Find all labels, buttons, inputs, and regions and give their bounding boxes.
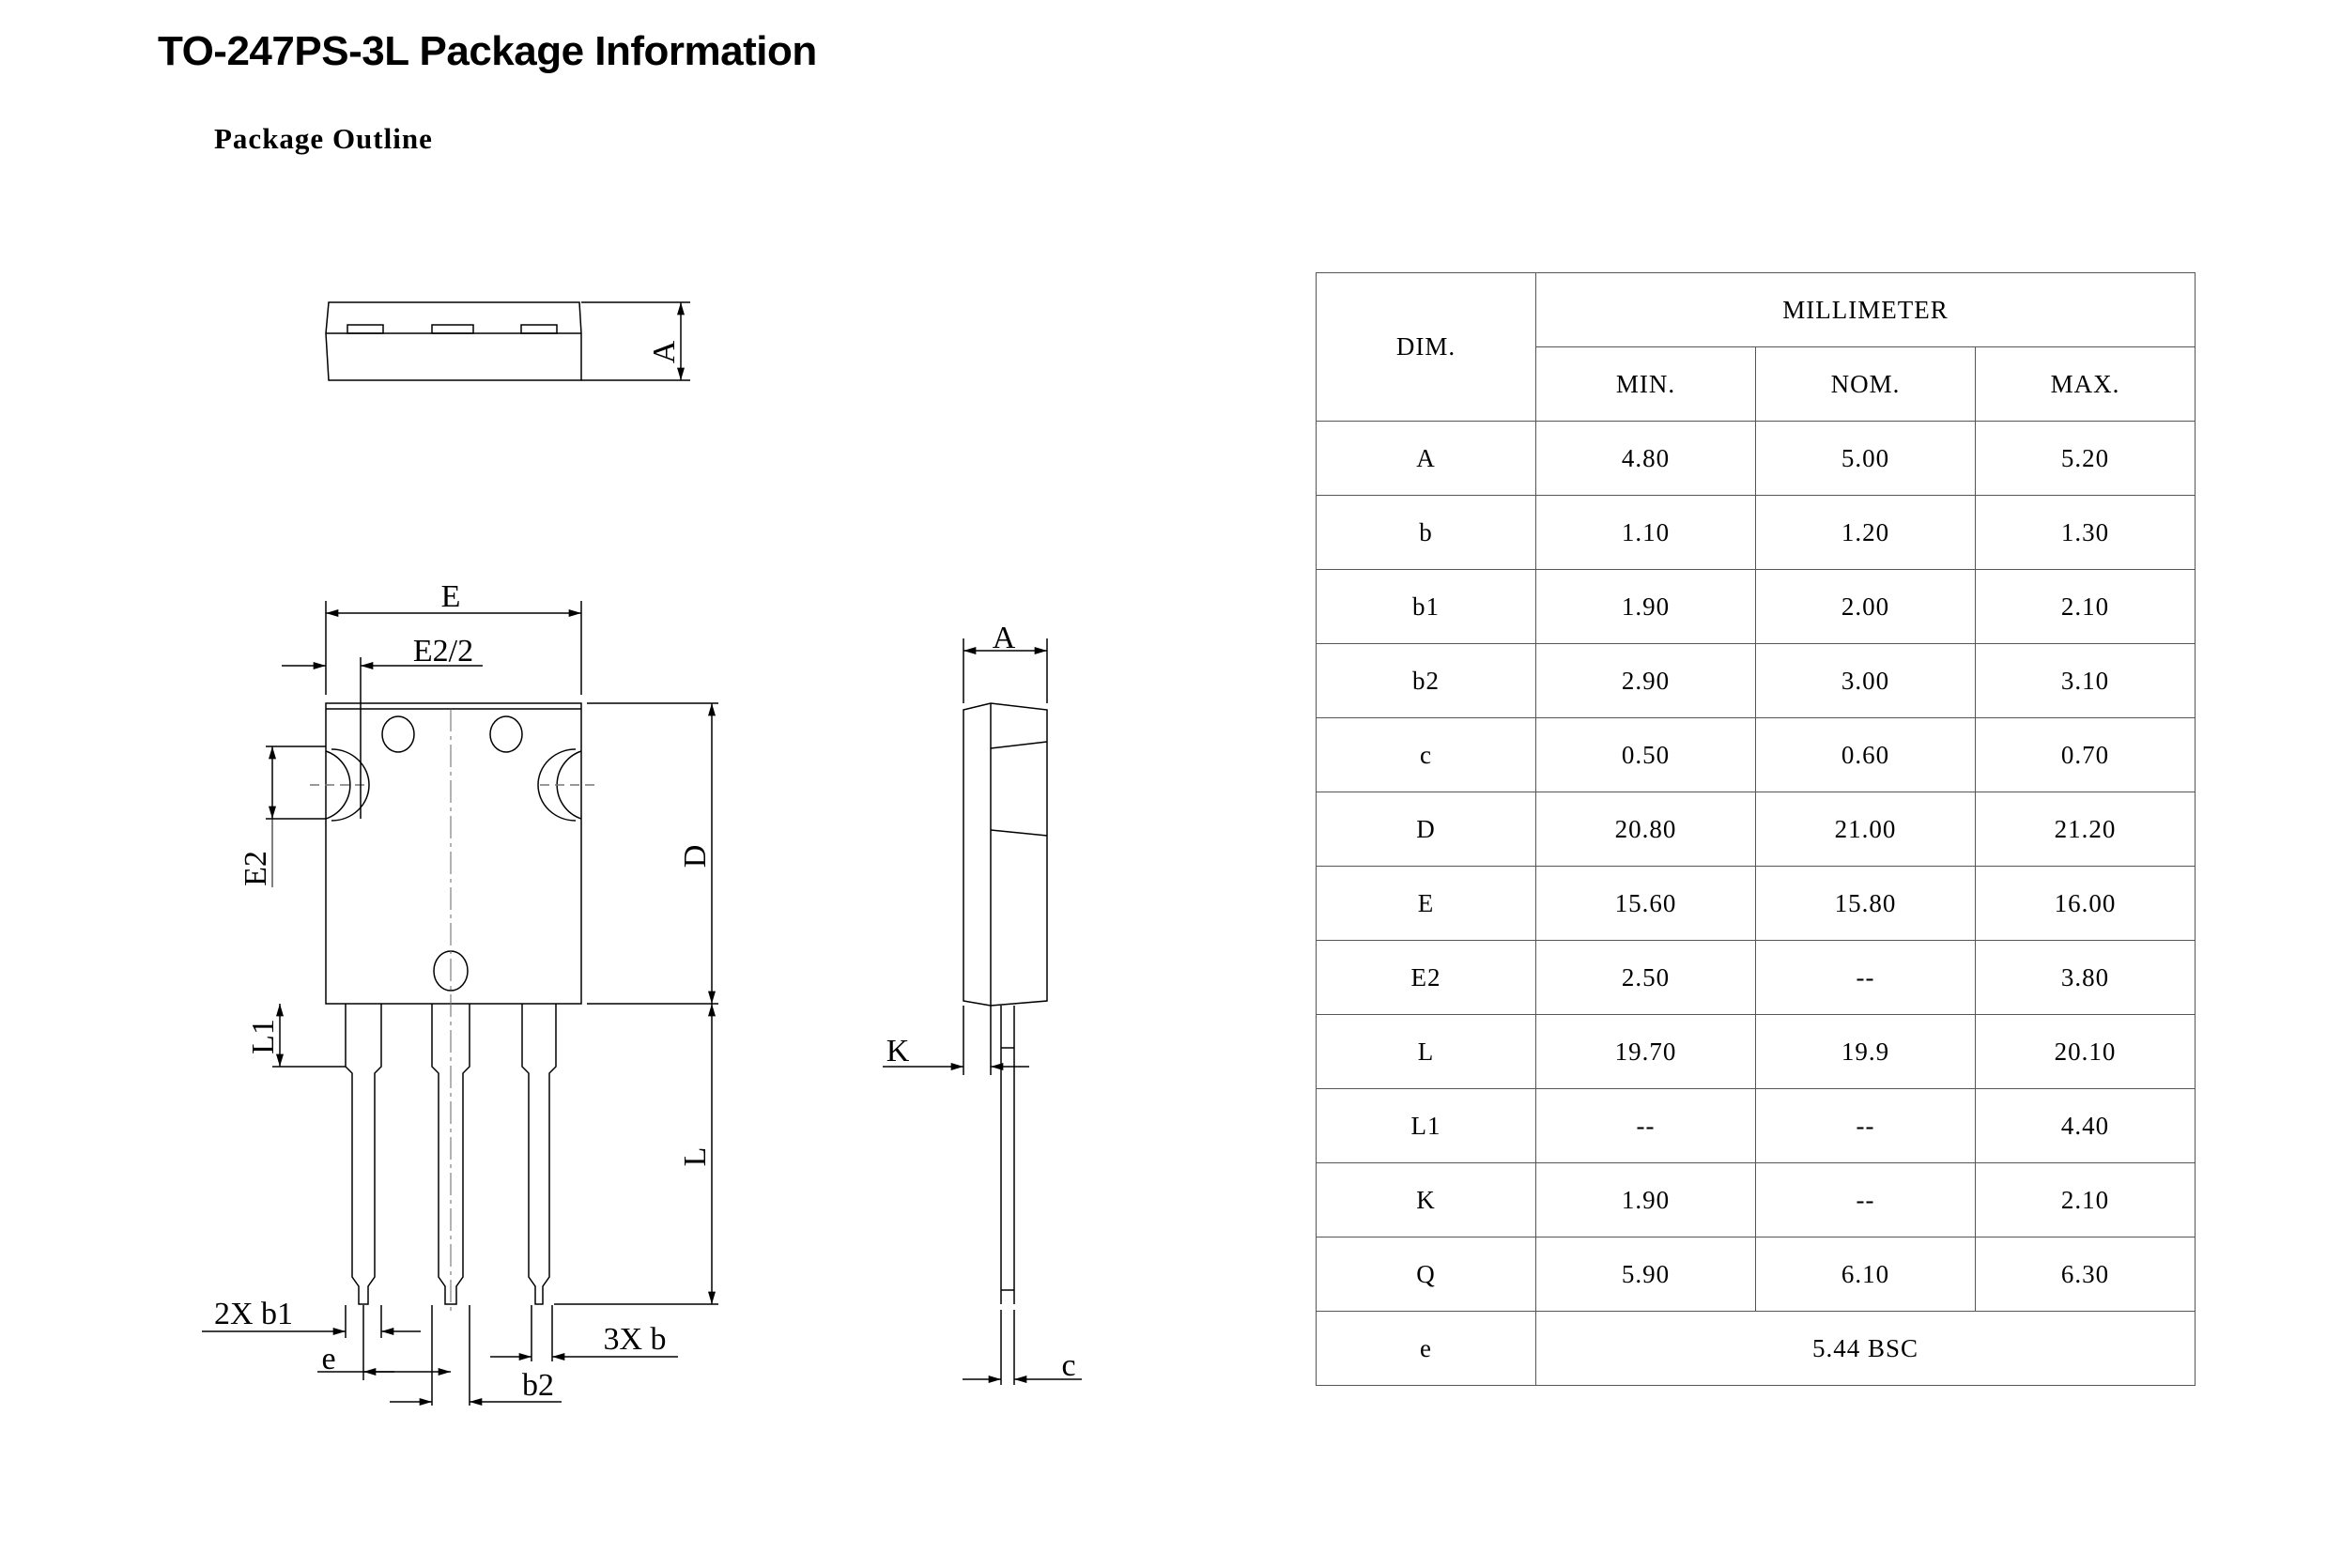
dim-3x-b-label: 3X b [603,1322,666,1357]
cell-max: 0.70 [1975,717,2196,792]
cell-dim: b [1316,495,1536,570]
top-view [325,301,690,381]
dim-k-label: K [886,1034,910,1068]
cell-dim: b1 [1316,569,1536,644]
cell-nom: -- [1755,1162,1976,1237]
cell-min: 2.90 [1535,643,1756,718]
cell-max: 21.20 [1975,792,2196,867]
cell-dim: Q [1316,1237,1536,1312]
dim-c-label: c [1061,1348,1075,1383]
cell-min: 0.50 [1535,717,1756,792]
cell-max: 2.10 [1975,1162,2196,1237]
dim-2x-b1-label: 2X b1 [214,1297,293,1331]
cell-max: 6.30 [1975,1237,2196,1312]
cell-dim: E [1316,866,1536,941]
cell-min: -- [1535,1088,1756,1163]
max-header: MAX. [1975,346,2196,422]
cell-nom: 0.60 [1755,717,1976,792]
cell-nom: -- [1755,940,1976,1015]
dim-header: DIM. [1316,272,1536,422]
dim-b2-label: b2 [522,1368,554,1403]
page-title: TO-247PS-3L Package Information [158,28,817,74]
cell-min: 15.60 [1535,866,1756,941]
table-header-row: DIM. MILLIMETER [1316,272,2196,422]
cell-min: 5.90 [1535,1237,1756,1312]
cell-dim: e [1316,1311,1536,1386]
cell-min: 4.80 [1535,421,1756,496]
cell-min: 2.50 [1535,940,1756,1015]
cell-dim: D [1316,792,1536,867]
cell-nom: 5.00 [1755,421,1976,496]
dim-pitch-e-label: e [321,1342,335,1376]
cell-dim: b2 [1316,643,1536,718]
cell-max: 2.10 [1975,569,2196,644]
nom-header: NOM. [1755,346,1976,422]
dim-e2-label: E2 [239,851,273,886]
table-row: L1----4.40 [1316,1088,2196,1163]
cell-value-bsc: 5.44 BSC [1535,1311,2196,1386]
cell-min: 20.80 [1535,792,1756,867]
cell-nom: 15.80 [1755,866,1976,941]
cell-min: 1.10 [1535,495,1756,570]
unit-header: MILLIMETER [1535,272,2196,347]
cell-dim: c [1316,717,1536,792]
side-view-dim-a-label: A [993,621,1016,655]
cell-dim: K [1316,1162,1536,1237]
cell-nom: 19.9 [1755,1014,1976,1089]
cell-dim: L [1316,1014,1536,1089]
dim-e-label: E [441,579,461,614]
cell-nom: 21.00 [1755,792,1976,867]
min-header: MIN. [1535,346,1756,422]
cell-min: 1.90 [1535,1162,1756,1237]
cell-max: 3.10 [1975,643,2196,718]
dim-l-label: L [678,1147,713,1167]
table-subheader-row: MIN. NOM. MAX. [1317,346,2196,422]
side-view [883,638,1082,1385]
dim-e2-half-label: E2/2 [413,634,473,669]
front-view [202,601,718,1406]
cell-max: 5.20 [1975,421,2196,496]
top-view-dim-a-label: A [647,340,682,363]
cell-dim: A [1316,421,1536,496]
cell-nom: -- [1755,1088,1976,1163]
cell-nom: 2.00 [1755,569,1976,644]
dim-l1-label: L1 [246,1019,281,1054]
cell-max: 3.80 [1975,940,2196,1015]
cell-max: 16.00 [1975,866,2196,941]
section-title: Package Outline [214,122,433,155]
cell-nom: 3.00 [1755,643,1976,718]
cell-min: 1.90 [1535,569,1756,644]
cell-max: 4.40 [1975,1088,2196,1163]
cell-max: 20.10 [1975,1014,2196,1089]
cell-nom: 1.20 [1755,495,1976,570]
cell-min: 19.70 [1535,1014,1756,1089]
cell-max: 1.30 [1975,495,2196,570]
cell-dim: E2 [1316,940,1536,1015]
dim-d-label: D [678,845,713,869]
cell-nom: 6.10 [1755,1237,1976,1312]
cell-dim: L1 [1316,1088,1536,1163]
